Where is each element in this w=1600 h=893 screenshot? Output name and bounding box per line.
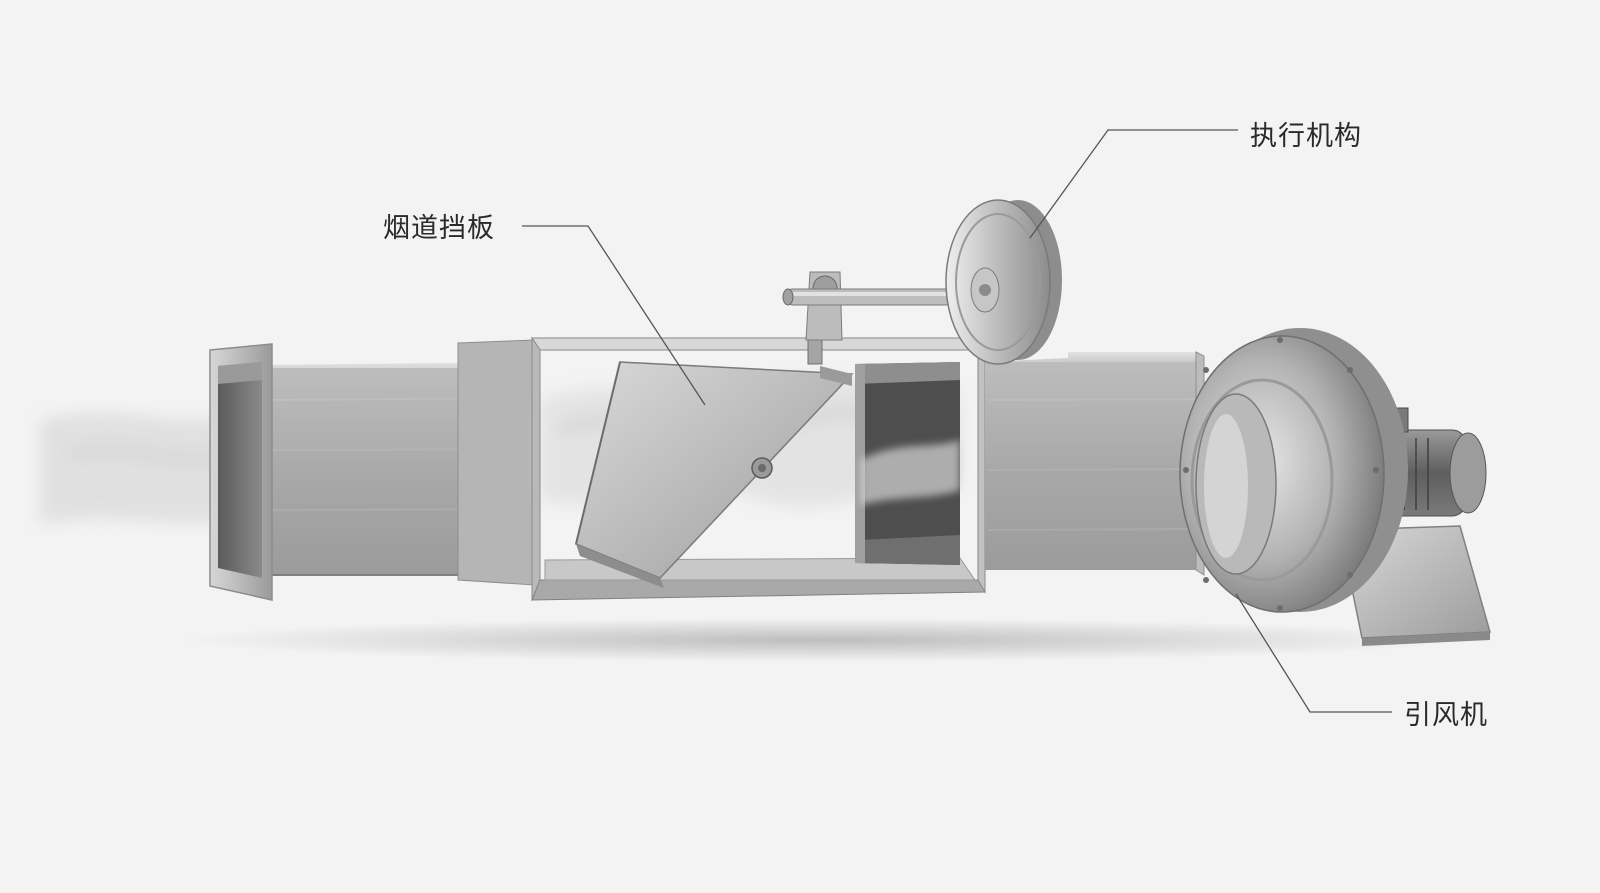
actuator-assembly: [782, 199, 1062, 365]
induced-draft-fan: [1179, 328, 1491, 646]
leader-line-damper: [522, 225, 706, 406]
label-flue-damper: 烟道挡板: [383, 213, 495, 244]
label-induced-draft-fan: 引风机: [1404, 700, 1488, 731]
leader-lines: [522, 129, 1392, 713]
frame-back-panel: [457, 339, 536, 586]
ground-shadow: [180, 618, 1460, 662]
leader-line-fan: [1235, 593, 1392, 713]
right-duct-section: [985, 351, 1205, 576]
label-actuator: 执行机构: [1250, 121, 1362, 152]
damper-blade: [575, 339, 854, 588]
leader-line-actuator: [1029, 129, 1238, 239]
smoke-inlet: [40, 412, 232, 525]
